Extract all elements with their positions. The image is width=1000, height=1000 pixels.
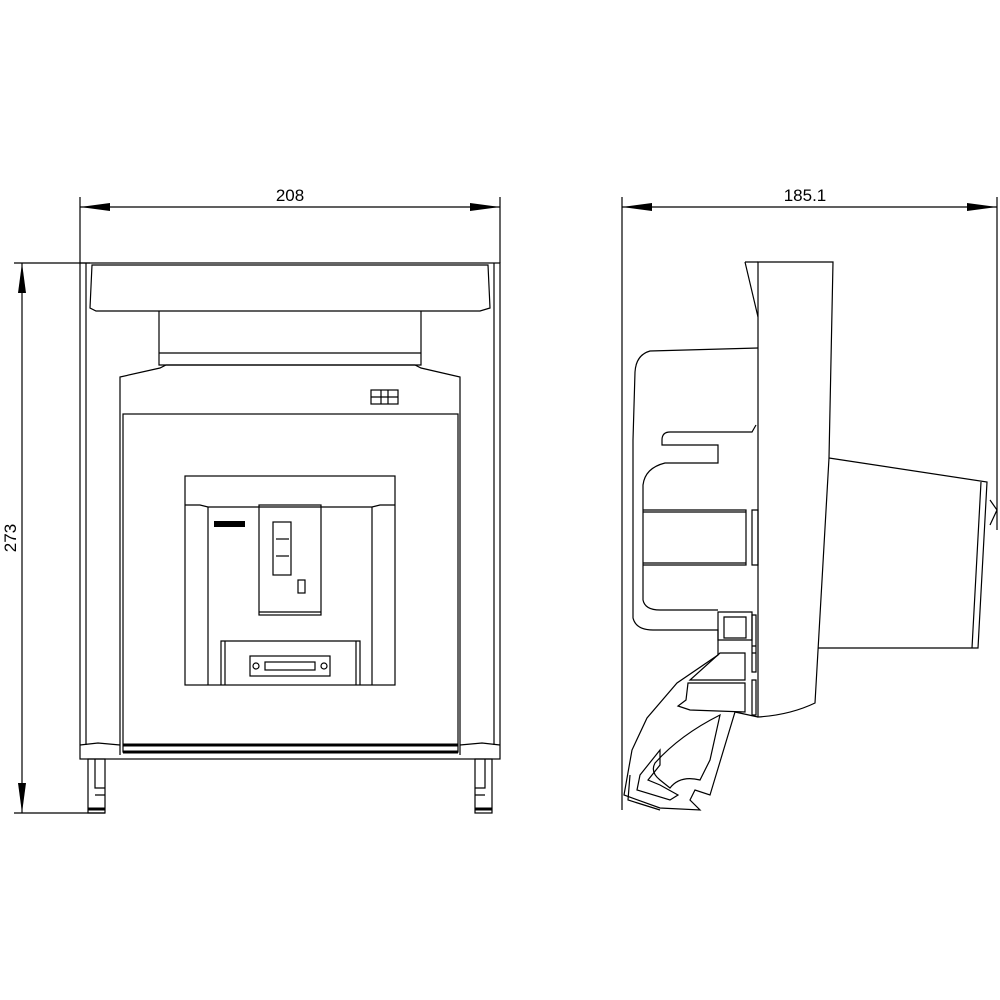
side-projection: [818, 457, 988, 649]
neck: [158, 311, 422, 366]
side-depth-label: 185.1: [784, 186, 827, 205]
front-height-label: 273: [1, 524, 20, 552]
connector: [249, 655, 331, 677]
front-view: [79, 262, 501, 814]
right-foot: [474, 758, 493, 814]
body: [119, 364, 461, 755]
brand-logo: [214, 521, 245, 527]
side-depth-dimension: 185.1: [621, 186, 998, 810]
top-cap: [89, 264, 491, 312]
side-body: [757, 261, 834, 718]
front-height-dimension: 273: [1, 262, 105, 814]
module: [184, 475, 396, 686]
side-view: [623, 261, 998, 811]
label-icon: [370, 389, 399, 405]
left-foot: [87, 758, 106, 814]
switch: [272, 521, 292, 576]
front-width-dimension: 208: [79, 186, 501, 263]
front-width-label: 208: [276, 186, 304, 205]
